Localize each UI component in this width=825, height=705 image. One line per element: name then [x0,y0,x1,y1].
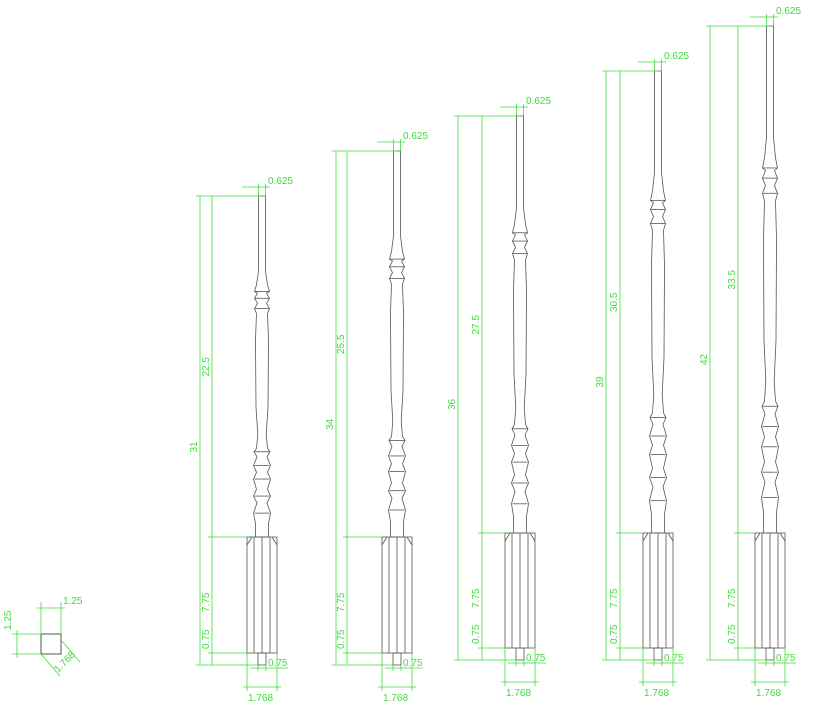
pin-label: 0.75 [776,653,796,664]
baluster-block-chamfer [381,536,388,546]
foot-label: 0.75 [201,629,212,649]
baluster-body-outline [511,115,529,534]
body-height-label: 27.5 [471,315,482,335]
block-height-label: 7.75 [336,592,347,612]
block-height-label: 7.75 [609,588,620,608]
baluster-pin [765,647,775,661]
section-diagonal-dim-line [60,639,81,663]
body-height-label: 30.5 [609,292,620,312]
baluster-pin [653,647,663,661]
overall-height-label: 34 [325,418,336,430]
overall-height-label: 36 [447,398,458,410]
body-height-label: 25.5 [336,334,347,354]
baluster-block-chamfer [529,532,536,542]
baluster-block-chamfer [504,532,511,542]
top-width-label: 0.625 [403,131,428,142]
baluster-body-outline [253,195,271,538]
section-width-label: 1.25 [63,596,83,607]
block-height-label: 7.75 [471,588,482,608]
pin-label: 0.75 [268,658,288,669]
top-width-label: 0.625 [268,176,293,187]
balusters-layer: 0.625 31 22.5 7.75 0.75 0.75 1.768 0.625 34 25.5 7… [189,6,801,704]
pin-label: 0.75 [403,658,423,669]
foot-label: 0.75 [336,629,347,649]
width-label: 1.768 [644,688,669,699]
baluster-pin [515,647,525,661]
baluster-block-chamfer [754,532,761,542]
top-width-label: 0.625 [526,96,551,107]
baluster-block-chamfer [642,532,649,542]
baluster-36: 0.625 36 27.5 7.75 0.75 0.75 1.768 [447,96,551,699]
baluster-pin [257,652,267,666]
section-detail: 1.25 1.25 1.768 [3,596,83,677]
baluster-pin [392,652,402,666]
body-height-label: 22.5 [201,357,212,377]
body-height-label: 33.5 [727,270,738,290]
baluster-block-chamfer [667,532,674,542]
section-diagonal-ext [40,653,61,677]
top-width-label: 0.625 [776,6,801,17]
width-label: 1.768 [506,688,531,699]
foot-label: 0.75 [609,624,620,644]
width-label: 1.768 [756,688,781,699]
block-height-label: 7.75 [727,588,738,608]
baluster-block-chamfer [271,536,278,546]
block-height-label: 7.75 [201,592,212,612]
section-square [40,633,62,655]
foot-label: 0.75 [727,624,738,644]
baluster-body-outline [649,70,667,534]
width-label: 1.768 [383,693,408,704]
baluster-31: 0.625 31 22.5 7.75 0.75 0.75 1.768 [189,176,293,704]
baluster-block-chamfer [779,532,786,542]
baluster-block-chamfer [406,536,413,546]
baluster-42: 0.625 42 33.5 7.75 0.75 0.75 1.768 [699,6,801,699]
baluster-39: 0.625 39 30.5 7.75 0.75 0.75 1.768 [595,51,689,699]
pin-label: 0.75 [526,653,546,664]
section-height-label: 1.25 [3,610,14,630]
width-label: 1.768 [248,693,273,704]
foot-label: 0.75 [471,624,482,644]
baluster-body-outline [388,150,406,538]
baluster-body-outline [761,25,779,534]
overall-height-label: 42 [699,353,710,365]
top-width-label: 0.625 [664,51,689,62]
pin-label: 0.75 [664,653,684,664]
section-diagonal-label: 1.768 [52,649,78,675]
baluster-block-chamfer [246,536,253,546]
overall-height-label: 31 [189,441,200,453]
baluster-34: 0.625 34 25.5 7.75 0.75 0.75 1.768 [325,131,428,704]
overall-height-label: 39 [595,376,606,388]
